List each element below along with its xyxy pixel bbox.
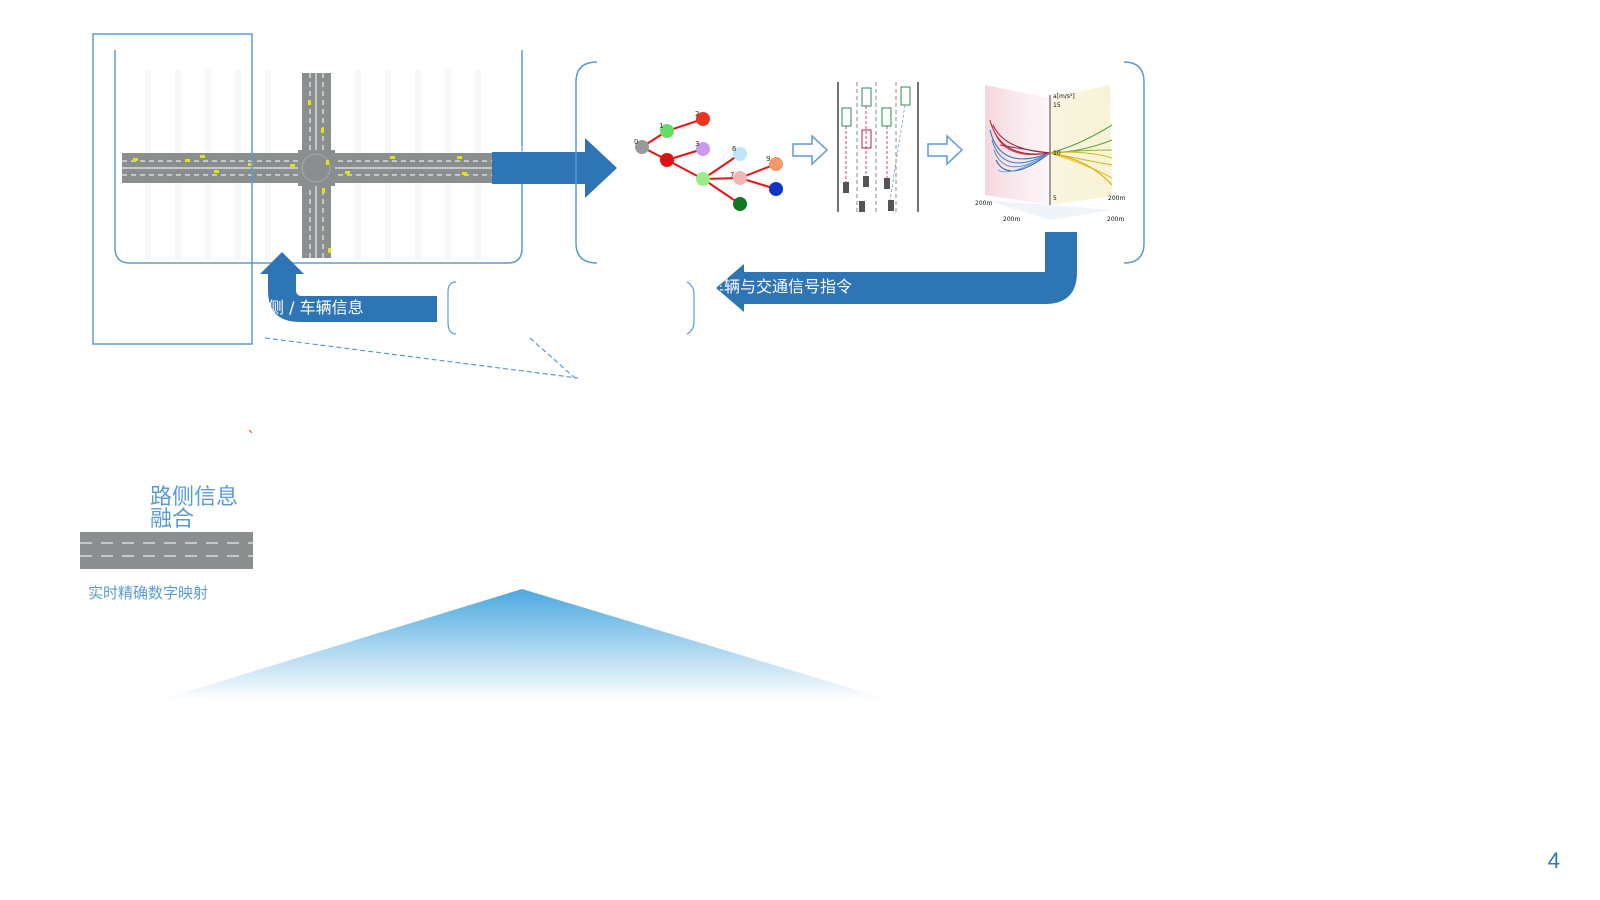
graph-label-9: 9 [766, 155, 770, 163]
empty-bracket-right [686, 281, 695, 335]
empty-bracket-left [447, 281, 457, 335]
graph-label-2: 2 [695, 110, 699, 118]
plot-x-left: 200m [975, 200, 992, 207]
vehicle-signal-command-label: 车辆与交通信号指令 [708, 277, 853, 296]
right-bracket [1123, 61, 1145, 264]
yellow-plane [1050, 85, 1112, 205]
red-curves [989, 119, 1051, 156]
graph-node-5 [696, 172, 710, 186]
graph-label-0: 0 [634, 138, 638, 146]
plot-y-left: 200m [1003, 216, 1020, 223]
roadside-vehicle-info-label: 路侧 / 车辆信息 [252, 298, 364, 317]
graph-label-3: 3 [695, 140, 699, 148]
left-bracket [575, 61, 598, 264]
zoom-line-2 [529, 337, 576, 379]
graph-node-1 [660, 124, 674, 138]
fusion-road-strip [80, 532, 253, 569]
plot-z-unit: a[m/s²] [1053, 93, 1075, 100]
plot-3d: a[m/s²] 15 10 5 200m 200m 200m 200m [975, 85, 1125, 223]
graph-label-7: 7 [730, 171, 734, 179]
pink-plane [985, 85, 1050, 205]
realtime-mapping-label: 实时精确数字映射 [88, 584, 209, 602]
plot-z-top: 15 [1053, 102, 1061, 109]
graph-label-1: 1 [659, 122, 663, 130]
graph-node-7 [733, 171, 747, 185]
roadside-fusion-label: 路侧信息融合 [150, 485, 239, 532]
intersection-center [298, 150, 335, 186]
traffic-state-arrow [492, 138, 617, 198]
blue-fan [160, 589, 890, 700]
zoom-selection-box [92, 33, 253, 345]
graph-node-3 [696, 142, 710, 156]
plot-z-low: 5 [1053, 195, 1057, 202]
decision-panel: 0 1 2 3 6 7 9 [575, 61, 1145, 264]
graph-label-6: 6 [732, 145, 737, 153]
plot-y-right: 200m [1107, 216, 1124, 223]
graph-node-4 [660, 153, 674, 167]
graph-node-0 [635, 140, 649, 154]
graph-node-2 [696, 112, 710, 126]
blue-curves [989, 129, 1051, 173]
lane-panel [837, 82, 919, 212]
zoom-line-1 [264, 337, 579, 379]
intersection-panel [114, 50, 523, 264]
intersection-frame [114, 50, 523, 264]
graph-node-6 [733, 147, 747, 161]
graph-node-9 [769, 157, 783, 171]
hollow-arrow-2 [927, 134, 964, 166]
floor-plane [985, 200, 1112, 220]
yellow-curves [1049, 151, 1113, 186]
command-arrow [716, 232, 1077, 312]
red-tick [248, 429, 253, 434]
graph-node-10 [769, 182, 783, 196]
traffic-state-label: 交通状态 [492, 141, 556, 152]
tree-graph: 0 1 2 3 6 7 9 [634, 110, 783, 211]
vehicle-markers [133, 100, 467, 253]
plot-z-mid: 10 [1053, 150, 1061, 157]
info-arrow [260, 252, 437, 322]
page-number: 4 [1547, 848, 1560, 873]
hollow-arrow-1 [792, 134, 829, 166]
plot-x-right: 200m [1108, 195, 1125, 202]
graph-node-8 [733, 197, 747, 211]
